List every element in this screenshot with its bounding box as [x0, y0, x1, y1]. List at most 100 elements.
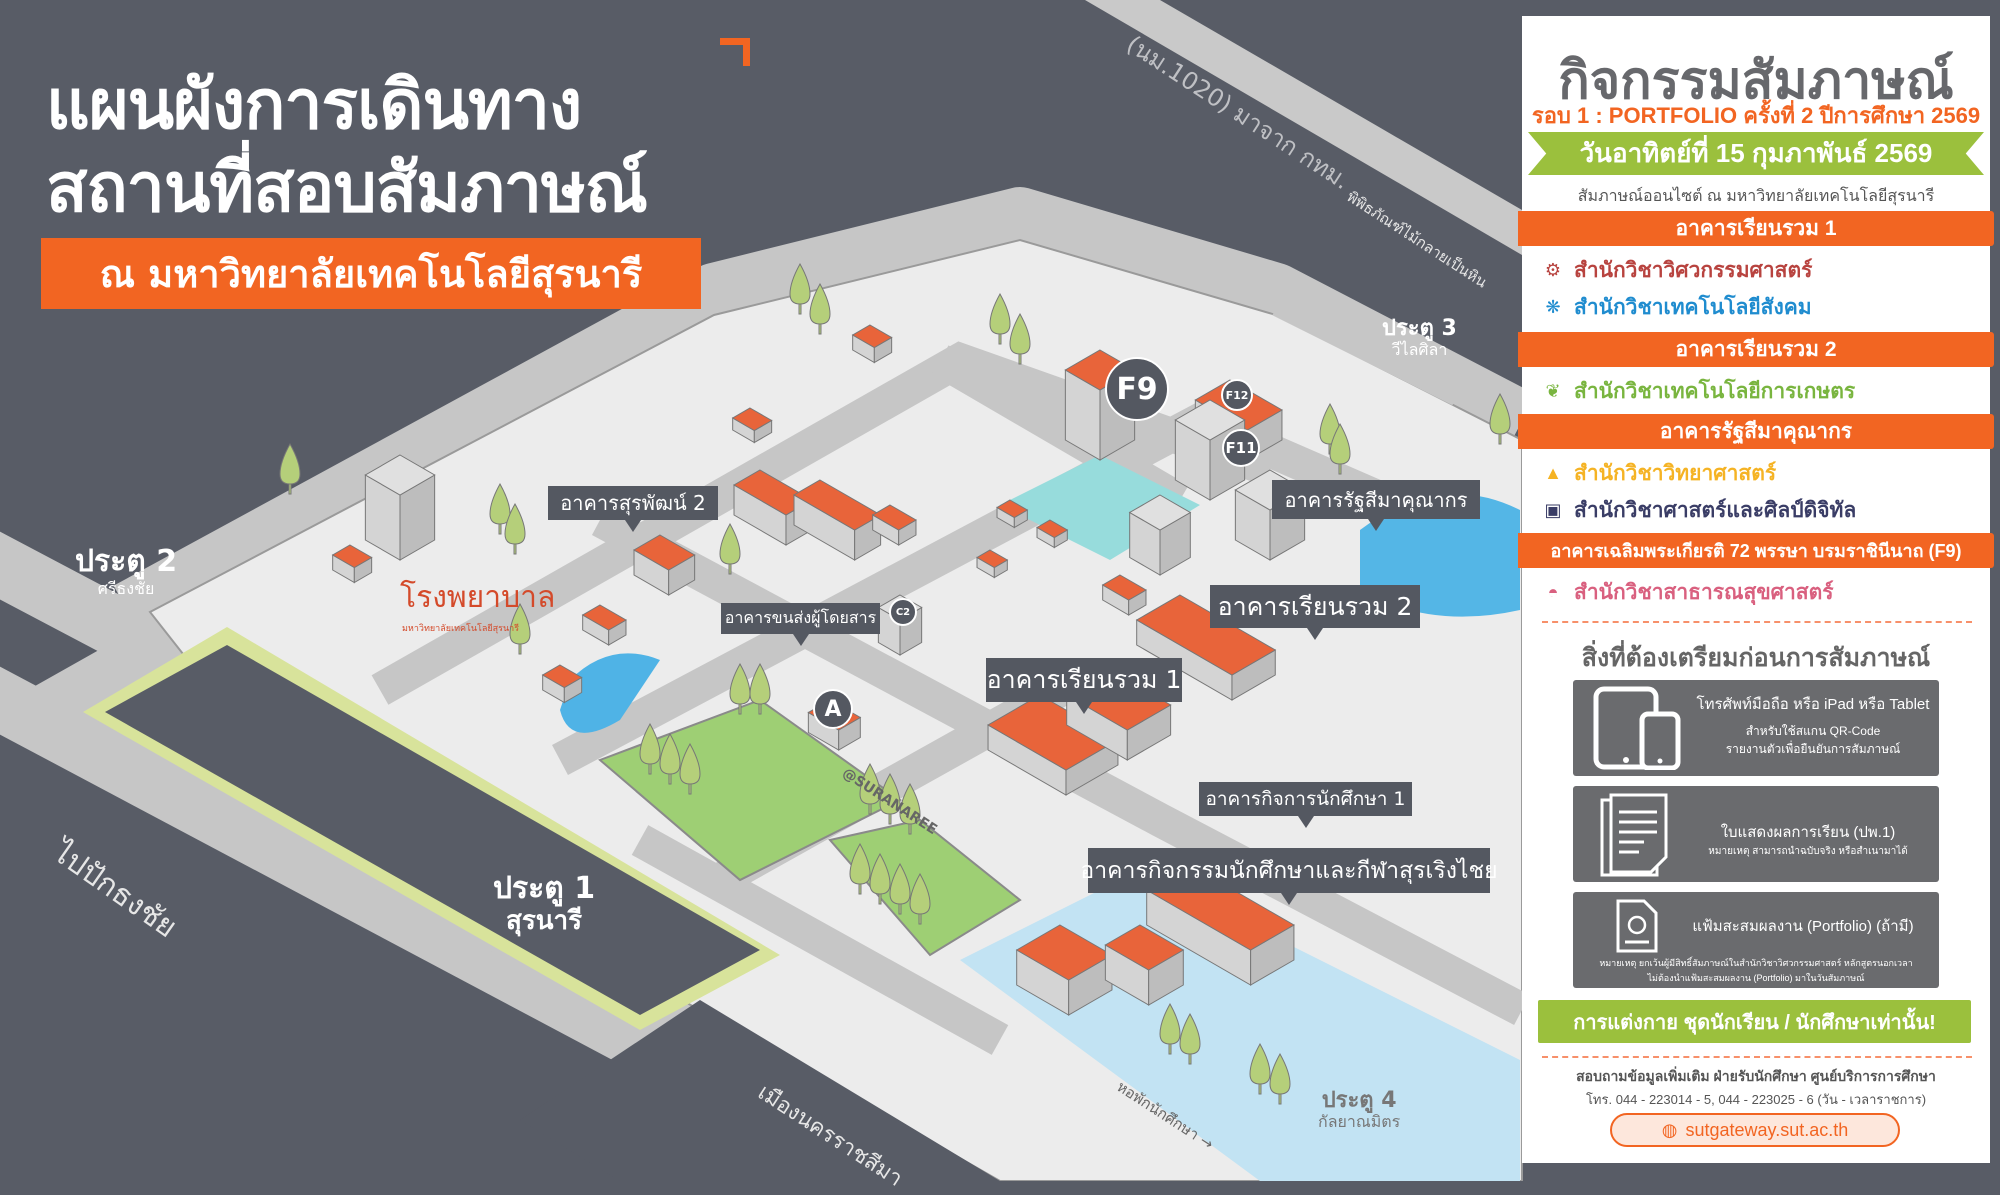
- dress-code-banner: การแต่งกาย ชุดนักเรียน / นักศึกษาเท่านั้…: [1538, 1000, 1971, 1043]
- building: [1135, 594, 1277, 701]
- pin-f9[interactable]: F9: [1105, 357, 1169, 421]
- tree-icon: [1489, 392, 1511, 445]
- flask-icon: ▲: [1544, 463, 1562, 483]
- building: [1036, 519, 1069, 549]
- building: [996, 499, 1029, 529]
- helmet-icon: ◓: [1547, 582, 1559, 602]
- building: [541, 664, 583, 704]
- tree-icon: [504, 502, 526, 555]
- section-header: อาคารเรียนรวม 2: [1518, 332, 1994, 367]
- panel-title: กิจกรรมสัมภาษณ์: [1558, 52, 1954, 110]
- tree-icon: [849, 842, 871, 895]
- tree-icon: [279, 442, 301, 495]
- tree-icon: [899, 782, 921, 835]
- tree-icon: [879, 772, 901, 825]
- building: [987, 694, 1119, 796]
- hospital-sub: มหาวิทยาลัยเทคโนโลยีสุรนารี: [402, 624, 520, 634]
- section-header: อาคารรัฐสีมาคุณากร: [1518, 414, 1994, 449]
- building: [633, 534, 696, 596]
- hospital-label: โรงพยาบาล: [400, 580, 556, 615]
- corner-accent: [720, 38, 750, 66]
- portfolio-icon: [1616, 899, 1658, 953]
- contact-phone: โทร. 044 - 223014 - 5, 044 - 223025 - 6 …: [1585, 1092, 1927, 1107]
- school-item: ❦สำนักวิชาเทคโนโลยีการเกษตร: [1542, 375, 1855, 408]
- building: [1015, 924, 1113, 1016]
- tree-icon: [489, 482, 511, 535]
- document-icon: [1600, 793, 1668, 877]
- school-item: ⚙สำนักวิชาวิศวกรรมศาสตร์: [1542, 254, 1812, 287]
- contact-info: สอบถามข้อมูลเพิ่มเติม ฝ่ายรับนักศึกษา ศู…: [1576, 1068, 1936, 1084]
- school-item: ❋สำนักวิชาเทคโนโลยีสังคม: [1542, 291, 1811, 324]
- highway-road: [1085, 0, 1522, 255]
- building: [1101, 574, 1147, 616]
- pin-f12[interactable]: F12: [1221, 379, 1253, 411]
- building: [976, 549, 1009, 579]
- tree-icon: [1179, 1012, 1201, 1065]
- school-item: ▣สำนักวิชาศาสตร์และศิลป์ดิจิทัล: [1542, 494, 1856, 527]
- title-line1: แผนผังการเดินทาง: [46, 66, 582, 145]
- divider: [1542, 621, 1972, 623]
- info-panel: กิจกรรมสัมภาษณ์ รอบ 1 : PORTFOLIO ครั้งท…: [1518, 16, 1994, 1163]
- building: [871, 504, 917, 546]
- label-lecture-building-2[interactable]: อาคารเรียนรวม 2: [1210, 585, 1420, 640]
- tree-icon: [749, 662, 771, 715]
- pin-c2[interactable]: C2: [889, 598, 917, 626]
- section-header: อาคารเฉลิมพระเกียรติ 72 พรรษา บรมราชินีน…: [1518, 533, 1994, 568]
- tree-icon: [909, 872, 931, 925]
- prepare-item-transcript: ใบแสดงผลการเรียน (ปพ.1) หมายเหตุ สามารถน…: [1573, 786, 1939, 882]
- tree-icon: [729, 662, 751, 715]
- pin-a[interactable]: A: [813, 689, 853, 729]
- prepare-item-device: โทรศัพท์มือถือ หรือ iPad หรือ Tablet สำห…: [1573, 680, 1939, 776]
- tree-icon: [1009, 312, 1031, 365]
- building: [731, 407, 773, 444]
- tree-icon: [719, 522, 741, 575]
- building: [331, 544, 373, 584]
- tree-icon: [889, 862, 911, 915]
- tree-icon: [1159, 1002, 1181, 1055]
- building: [1104, 924, 1185, 1006]
- pin-f11[interactable]: F11: [1222, 429, 1260, 467]
- title-line2: สถานที่สอบสัมภาษณ์: [46, 149, 648, 228]
- round-info: รอบ 1 : PORTFOLIO ครั้งที่ 2 ปีการศึกษา …: [1531, 103, 1981, 128]
- building: [1128, 494, 1192, 576]
- panel-subtitle: สัมภาษณ์ออนไซต์ ณ มหาวิทยาลัยเทคโนโลยีสุ…: [1577, 188, 1935, 205]
- building: [364, 454, 436, 561]
- globe-icon: ◍: [1661, 1119, 1678, 1140]
- monitor-icon: ▣: [1544, 500, 1562, 520]
- tree-icon: [869, 852, 891, 905]
- divider: [1542, 1056, 1972, 1058]
- tree-icon: [1269, 1052, 1291, 1105]
- tablet-phone-icon: [1593, 686, 1681, 770]
- label-sports-complex[interactable]: อาคารกิจกรรมนักศึกษาและกีฬาสุรเริงไชย: [1080, 848, 1498, 905]
- label-bus-terminal[interactable]: อาคารขนส่งผู้โดยสาร: [721, 603, 880, 646]
- prepare-heading: สิ่งที่ต้องเตรียมก่อนการสัมภาษณ์: [1581, 644, 1931, 672]
- tree-icon: [789, 262, 811, 315]
- label-ratsima-khunakorn[interactable]: อาคารรัฐสีมาคุณากร: [1272, 480, 1480, 531]
- building: [581, 604, 627, 646]
- tree-icon: [989, 292, 1011, 345]
- leaf-icon: ❦: [1545, 381, 1561, 401]
- tree-icon: [659, 732, 681, 785]
- pond: [560, 653, 660, 733]
- label-surapat-2[interactable]: อาคารสุรพัฒน์ 2: [548, 486, 718, 532]
- tree-icon: [509, 602, 531, 655]
- building: [851, 324, 893, 364]
- title-banner: ณ มหาวิทยาลัยเทคโนโลยีสุรนารี: [41, 238, 701, 309]
- prepare-item-portfolio: แฟ้มสะสมผลงาน (Portfolio) (ถ้ามี) หมายเห…: [1573, 892, 1939, 988]
- label-lecture-building-1[interactable]: อาคารเรียนรวม 1: [986, 658, 1182, 714]
- network-icon: ❋: [1545, 297, 1561, 317]
- date-ribbon: วันอาทิตย์ที่ 15 กุมภาพันธ์ 2569: [1528, 132, 1984, 175]
- tree-icon: [679, 742, 701, 795]
- label-student-affairs-1[interactable]: อาคารกิจการนักศึกษา 1: [1199, 782, 1412, 828]
- website-link[interactable]: ◍sutgateway.sut.ac.th: [1610, 1113, 1900, 1147]
- tree-icon: [639, 722, 661, 775]
- tree-icon: [859, 762, 881, 815]
- gear-icon: ⚙: [1544, 260, 1562, 280]
- section-header: อาคารเรียนรวม 1: [1518, 211, 1994, 246]
- tree-icon: [1329, 422, 1351, 475]
- school-item: ◓สำนักวิชาสาธารณสุขศาสตร์: [1542, 576, 1834, 609]
